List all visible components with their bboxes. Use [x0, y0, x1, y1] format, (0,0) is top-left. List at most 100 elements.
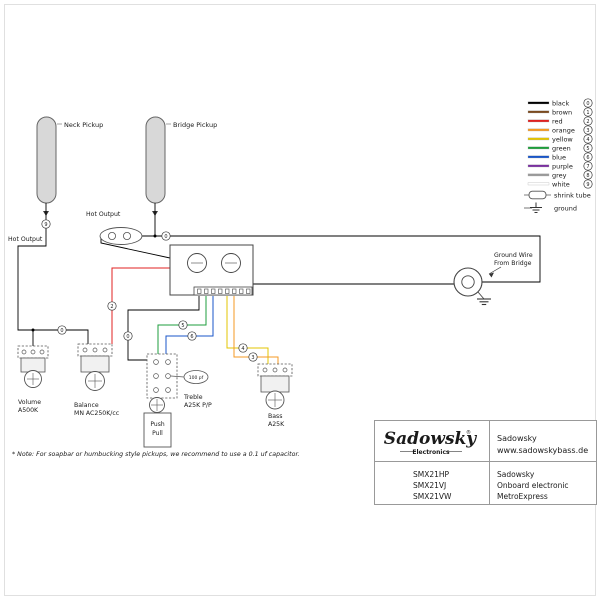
- wire-neck-hot: [17, 203, 47, 346]
- legend-item: blue 6: [527, 152, 593, 162]
- capacitor: [183, 370, 209, 384]
- neck-pickup: Neck Pickup: [36, 116, 103, 216]
- bridge-pickup-label: Bridge Pickup: [173, 121, 217, 129]
- model-number-1: SMX21HP: [413, 470, 450, 479]
- cap-lead: [170, 375, 185, 378]
- legend-label: green: [552, 145, 571, 153]
- legend-number: 5: [586, 146, 589, 152]
- legend-item: purple 7: [527, 161, 593, 171]
- legend-number: 4: [586, 137, 589, 143]
- ground-icon: [477, 298, 491, 306]
- wire-tag: 0: [123, 331, 133, 341]
- wire-pcb-treble-black: [127, 296, 200, 361]
- volume-label-line1: Volume: [18, 399, 41, 406]
- hot-output-neck-label: Hot Output: [8, 236, 43, 243]
- bass-label-line2: A25K: [268, 421, 285, 428]
- junction-dot: [31, 328, 35, 332]
- logo-subtitle: Electronics: [412, 449, 450, 456]
- preamp-pcb: [169, 244, 254, 296]
- legend-label: grey: [552, 172, 567, 180]
- legend-number-circle: [583, 107, 593, 117]
- model-number-3: SMX21VW: [413, 492, 452, 501]
- wire-swatch: [527, 182, 550, 186]
- wire-swatch: [527, 146, 550, 150]
- legend: black 0 brown 1 red 2 orange 3 yello: [524, 98, 593, 213]
- wire-swatch: [527, 155, 550, 159]
- capacitor-value: 100 pf: [189, 375, 204, 381]
- legend-label: orange: [552, 127, 575, 135]
- bass-label-line1: Bass: [268, 413, 282, 420]
- svg-text:2: 2: [110, 304, 113, 310]
- legend-number-circle: [583, 116, 593, 126]
- svg-text:0: 0: [60, 328, 63, 334]
- wire-swatch: [527, 164, 550, 168]
- pcb-connector: [193, 286, 253, 296]
- ground-wire-label-line1: Ground Wire: [494, 252, 533, 259]
- legend-item: red 2: [527, 116, 593, 126]
- legend-item: yellow 4: [527, 134, 593, 144]
- pull-label: Pull: [152, 430, 163, 437]
- legend-number: 0: [586, 101, 589, 107]
- svg-text:3: 3: [251, 355, 254, 361]
- splice-contact: [123, 231, 132, 240]
- legend-label: black: [552, 100, 569, 108]
- push-label: Push: [150, 421, 164, 428]
- wire-swatch: [527, 128, 550, 132]
- product-line-3: MetroExpress: [497, 492, 548, 501]
- ground-icon: [530, 202, 542, 213]
- wire-swatch: [527, 173, 550, 177]
- balance-label-line2: MN AC250K/cc: [74, 410, 120, 417]
- legend-label: white: [552, 181, 570, 189]
- balance-label-line1: Balance: [74, 402, 99, 409]
- legend-label: yellow: [552, 136, 573, 144]
- wire-red: [111, 267, 170, 344]
- wire-tag: 9: [41, 219, 51, 229]
- title-block-border: [374, 420, 597, 505]
- pot-body: [20, 357, 46, 373]
- legend-label: shrink tube: [554, 192, 591, 200]
- legend-label: red: [552, 118, 563, 126]
- wire-number-tags: 0 9 0 0 2 5 6 4: [41, 219, 258, 362]
- shrink-tube-icon: [528, 190, 547, 200]
- wire-tag: 0: [161, 231, 171, 241]
- legend-item: white 9: [527, 179, 593, 189]
- wire-tag: 6: [187, 331, 197, 341]
- legend-item: grey 8: [527, 170, 593, 180]
- ground-wire-arrow: [489, 272, 494, 278]
- legend-number-circle: [583, 170, 593, 180]
- legend-number-circle: [583, 134, 593, 144]
- legend-number: 3: [586, 128, 589, 134]
- wire-tag: 3: [248, 352, 258, 362]
- wire-swatch: [527, 110, 550, 114]
- bass-pot: Bass A25K: [257, 363, 293, 428]
- shrink-tube-splice: [99, 227, 143, 245]
- wire-tag: 5: [178, 320, 188, 330]
- bridge-pickup-body: [145, 116, 166, 204]
- legend-number-circle: [583, 161, 593, 171]
- legend-number-circle: [583, 143, 593, 153]
- jack-ground-lead: [477, 291, 485, 300]
- legend-item-shrink-tube: shrink tube: [524, 190, 591, 200]
- legend-number-circle: [583, 98, 593, 108]
- wire-swatch: [527, 119, 550, 123]
- legend-number: 8: [586, 173, 589, 179]
- title-block: Sadowsky ® Electronics Sadowsky www.sado…: [374, 420, 597, 505]
- treble-pot: Push Pull 100 pf Treble A25K P/P: [143, 353, 212, 448]
- ground-wire-label-line2: From Bridge: [494, 260, 532, 267]
- balance-pot: Balance MN AC250K/cc: [74, 343, 120, 417]
- pot-body: [260, 375, 290, 393]
- splice-contact: [108, 231, 117, 240]
- neck-pickup-body: [36, 116, 57, 204]
- pot-body: [80, 355, 110, 373]
- legend-label: brown: [552, 109, 572, 117]
- volume-label-line2: A500K: [18, 407, 39, 414]
- treble-label-line1: Treble: [183, 394, 203, 401]
- wire-volume-balance: [33, 329, 89, 344]
- wire-swatch: [527, 137, 550, 141]
- wire-tag: 2: [107, 301, 117, 311]
- connector-pins: [197, 288, 251, 294]
- legend-number: 1: [586, 110, 589, 116]
- legend-label: purple: [552, 163, 573, 171]
